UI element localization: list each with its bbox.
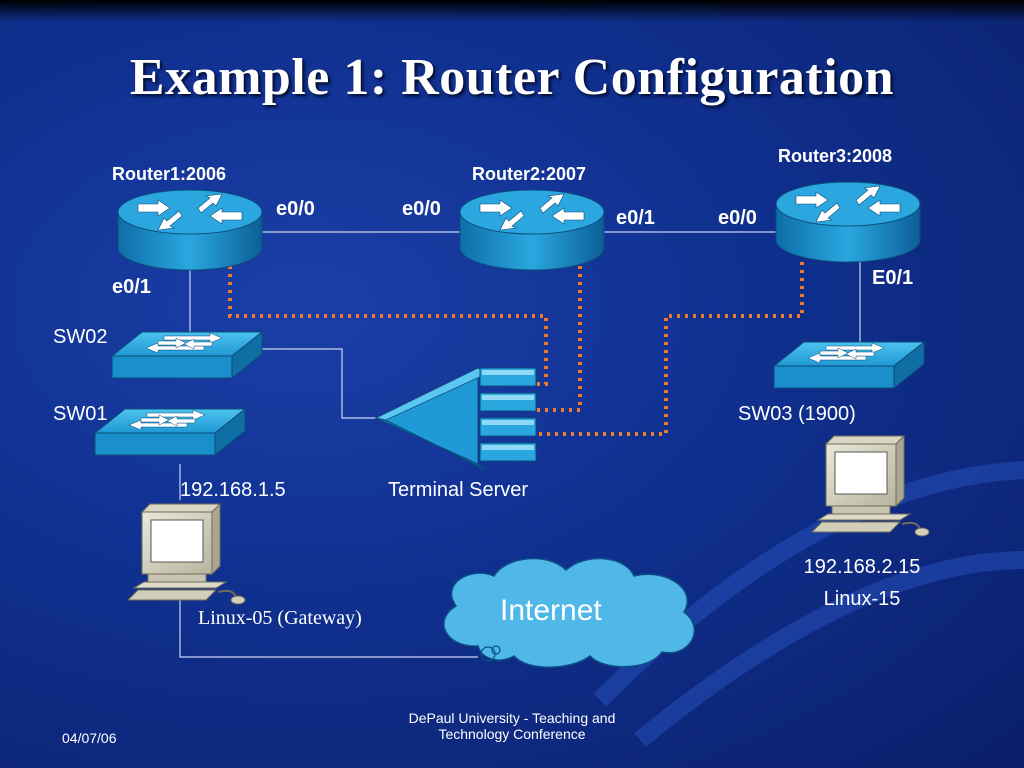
footer-conference: DePaul University - Teaching and Technol… [362, 710, 662, 742]
terminal-server-label: Terminal Server [388, 479, 529, 501]
router1-port-e01: e0/1 [112, 276, 151, 298]
sw03-label: SW03 (1900) [738, 403, 856, 425]
linux15-ip-label: 192.168.2.15 [803, 556, 921, 578]
internet-label: Internet [500, 594, 602, 627]
slide-title: Example 1: Router Configuration [129, 49, 895, 106]
router2-port-e00: e0/0 [402, 198, 441, 220]
router1-icon[interactable] [117, 189, 263, 271]
ethernet-links [179, 231, 861, 658]
top-band [0, 0, 1024, 22]
footer-conference-line2: Technology Conference [438, 726, 586, 742]
footer-date: 04/07/06 [62, 730, 117, 746]
terminal-server-icon[interactable] [374, 367, 537, 471]
router3-label: Router3:2008 [778, 146, 893, 166]
footer-conference-line1: DePaul University - Teaching and [408, 710, 616, 726]
router2-label: Router2:2007 [472, 164, 587, 184]
linux15-name-label: Linux-15 [823, 588, 901, 610]
linux05-ip-label: 192.168.1.5 [180, 479, 286, 501]
router2-port-e01: e0/1 [616, 207, 655, 229]
router3-port-e01: E0/1 [872, 267, 914, 289]
router1-port-e00: e0/0 [276, 198, 315, 220]
sw02-switch-icon[interactable] [111, 331, 263, 379]
sw01-label: SW01 [53, 403, 108, 425]
router3-icon[interactable] [775, 181, 921, 263]
sw03-switch-icon[interactable] [773, 341, 925, 389]
linux05-name-label: Linux-05 (Gateway) [198, 607, 362, 629]
sw01-switch-icon[interactable] [94, 408, 246, 456]
sw02-label: SW02 [53, 326, 108, 348]
router3-port-e00: e0/0 [718, 207, 757, 229]
router1-label: Router1:2006 [112, 164, 227, 184]
linux05-pc-icon[interactable] [127, 503, 246, 605]
console-lines [228, 262, 804, 436]
router2-icon[interactable] [459, 189, 605, 271]
internet-cloud-icon[interactable] [443, 557, 695, 668]
